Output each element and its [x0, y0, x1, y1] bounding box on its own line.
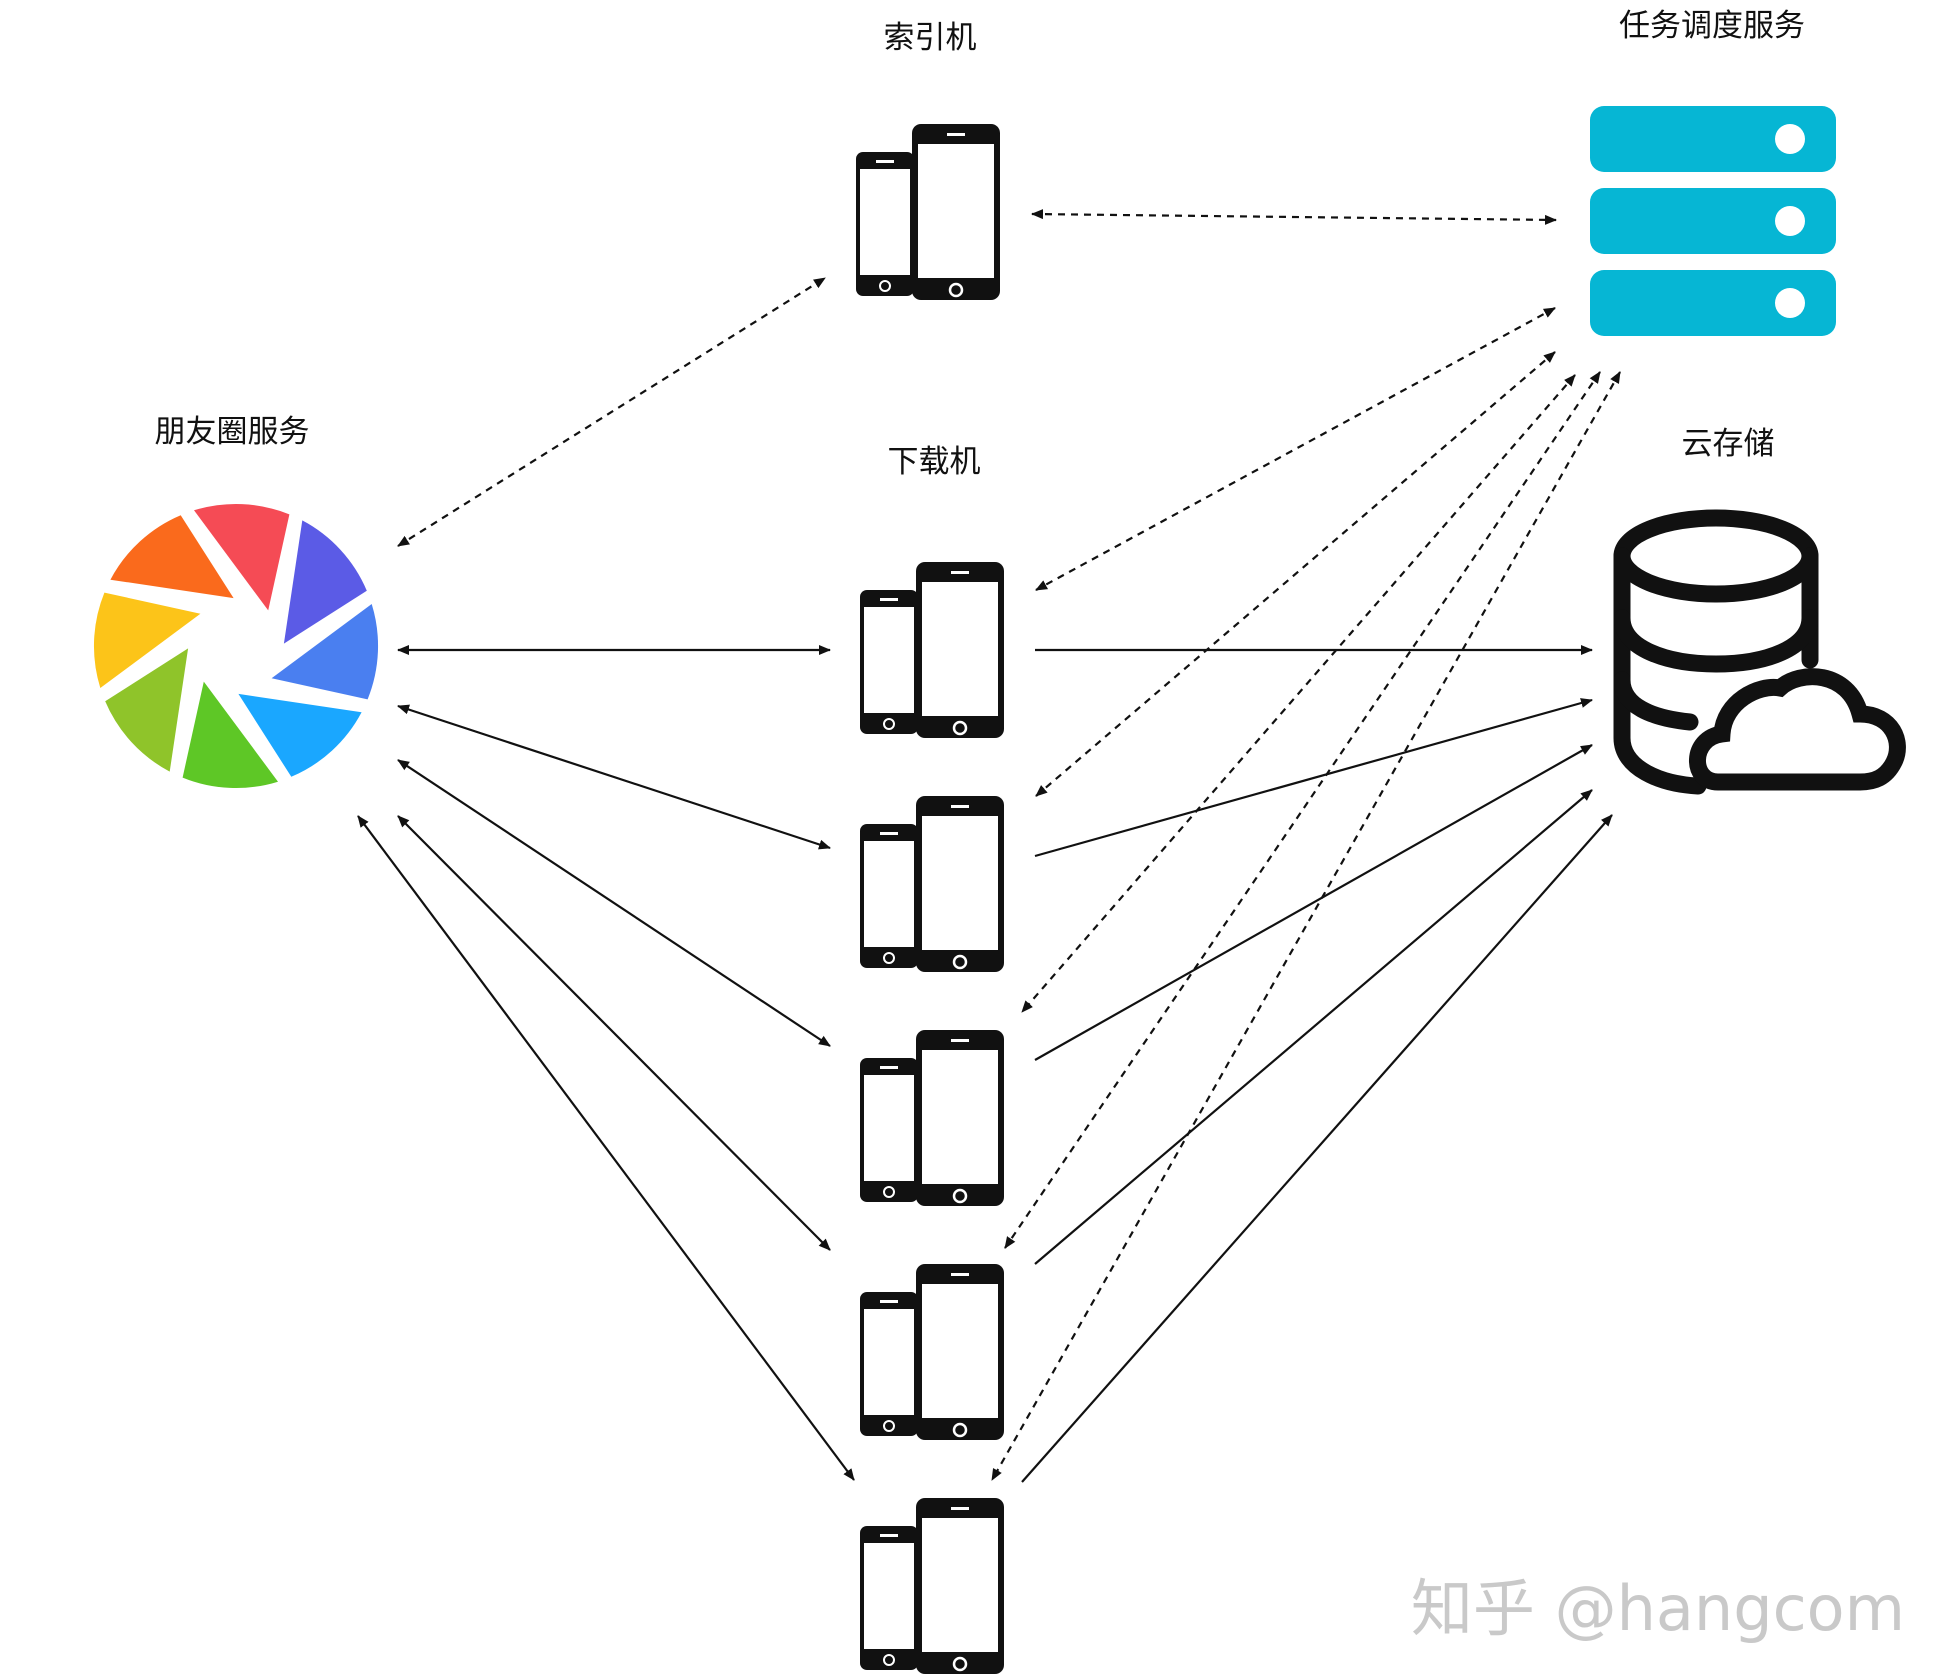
aperture-blade	[182, 681, 278, 789]
edge-moments-downloader-4	[397, 815, 831, 1251]
edge-moments-downloader-5	[357, 815, 855, 1481]
cloud-storage-label: 云存储	[1682, 426, 1775, 462]
edge-downloader-4-storage	[1034, 789, 1593, 1265]
downloader-phones-icon	[858, 560, 1006, 740]
aperture-blade	[93, 592, 201, 688]
edge-indexer-scheduler	[1031, 209, 1557, 225]
downloader-phones-icon	[858, 794, 1006, 974]
edge-moments-downloader-3	[397, 759, 831, 1047]
dashed-edges	[397, 209, 1621, 1481]
downloader-phones-icon	[858, 1496, 1006, 1676]
aperture-blade	[238, 693, 362, 777]
edge-moments-downloader-2	[397, 704, 831, 850]
indexer-phones-icon	[854, 122, 1002, 302]
edge-scheduler-downloader-5	[991, 371, 1621, 1481]
aperture-blade	[194, 503, 290, 611]
aperture-blade	[110, 515, 234, 599]
edge-scheduler-downloader-3	[1021, 374, 1576, 1013]
downloader-phones-icon	[858, 1262, 1006, 1442]
scheduler-label: 任务调度服务	[1619, 8, 1805, 44]
edge-moments-indexer	[397, 277, 826, 547]
server-rack-icon	[1590, 106, 1836, 336]
downloader-phones-icon	[858, 1028, 1006, 1208]
moments-service-label: 朋友圈服务	[155, 414, 310, 450]
aperture-blade	[105, 648, 189, 772]
edge-scheduler-downloader-4	[1004, 371, 1601, 1249]
edge-downloader-2-storage	[1034, 698, 1593, 858]
aperture-blade	[271, 604, 379, 700]
indexer-label: 索引机	[884, 20, 977, 56]
edge-downloader-5-storage	[1021, 814, 1613, 1483]
downloader-label: 下载机	[888, 444, 981, 480]
watermark-text: 知乎 @hangcom	[1411, 1572, 1905, 1645]
edge-scheduler-downloader-1	[1035, 307, 1556, 591]
edge-scheduler-downloader-2	[1035, 351, 1556, 797]
database-cloud-icon	[1613, 509, 1906, 795]
camera-aperture-icon	[93, 503, 379, 789]
aperture-blade	[283, 520, 367, 644]
